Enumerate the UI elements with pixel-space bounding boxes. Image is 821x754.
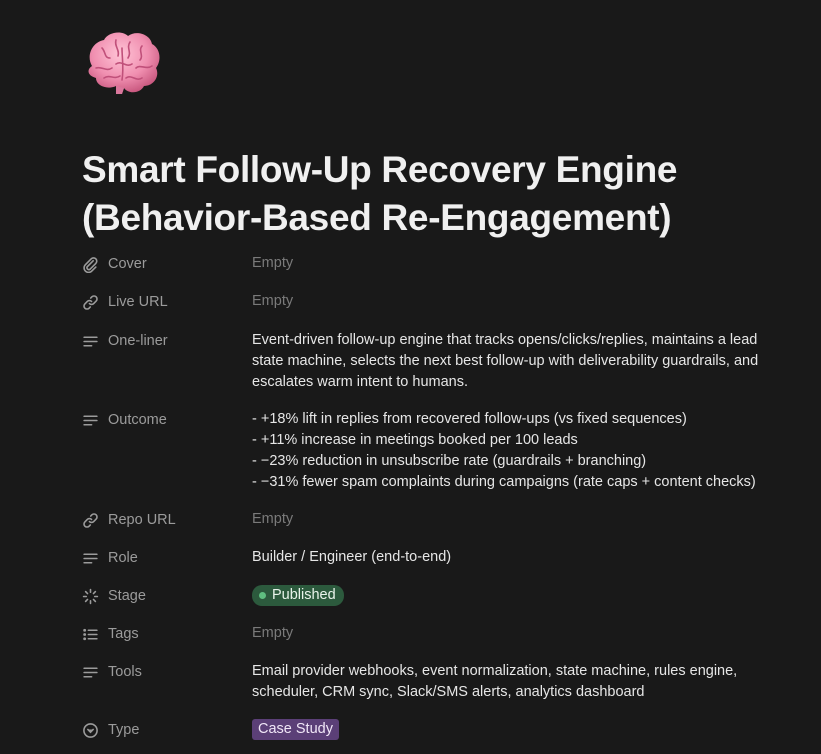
property-label[interactable]: Role: [82, 546, 138, 570]
page-title[interactable]: Smart Follow-Up Recovery Engine (Behavio…: [82, 149, 678, 238]
property-label[interactable]: Live URL: [82, 290, 168, 314]
property-label-text: Tools: [108, 664, 142, 680]
chevron-circle-down-icon: [83, 722, 98, 738]
one-liner-value[interactable]: Event-driven follow-up engine that track…: [252, 329, 782, 393]
link-icon: [83, 294, 98, 310]
paperclip-icon: [83, 256, 98, 273]
brain-icon[interactable]: [82, 28, 162, 98]
outcome-value[interactable]: - +18% lift in replies from recovered fo…: [252, 408, 782, 493]
tools-value[interactable]: Email provider webhooks, event normaliza…: [252, 660, 782, 703]
status-badge-label: Published: [272, 587, 336, 603]
tags-value[interactable]: Empty: [252, 625, 294, 641]
property-label-text: Stage: [108, 588, 146, 604]
status-loader-icon: [82, 588, 99, 604]
text-line: - +11% increase in meetings booked per 1…: [252, 432, 578, 448]
text-line: - −23% reduction in unsubscribe rate (gu…: [252, 453, 647, 469]
role-value[interactable]: Builder / Engineer (end-to-end): [252, 549, 452, 565]
text-lines-icon: [83, 414, 98, 426]
text-line: scheduler, CRM sync, Slack/SMS alerts, a…: [252, 684, 645, 700]
property-label-text: Live URL: [108, 294, 168, 310]
property-label[interactable]: Cover: [82, 252, 147, 276]
link-icon: [83, 512, 98, 528]
property-label[interactable]: Tags: [82, 622, 139, 646]
type-value[interactable]: Case Study: [252, 718, 782, 740]
text-line: - −31% fewer spam complaints during camp…: [252, 474, 756, 490]
property-label[interactable]: Repo URL: [82, 508, 176, 532]
text-line: - +18% lift in replies from recovered fo…: [252, 411, 687, 427]
stage-value[interactable]: Published: [252, 584, 782, 606]
property-label-text: Role: [108, 550, 138, 566]
text-line: Email provider webhooks, event normaliza…: [252, 663, 738, 679]
text-line: Event-driven follow-up engine that track…: [252, 332, 758, 348]
property-label-text: Repo URL: [108, 512, 176, 528]
property-label[interactable]: Type: [82, 718, 139, 742]
property-label-text: Cover: [108, 256, 147, 272]
property-label[interactable]: Tools: [82, 660, 142, 684]
repo-url-value[interactable]: Empty: [252, 511, 294, 527]
status-badge[interactable]: Published: [252, 585, 344, 606]
cover-value[interactable]: Empty: [252, 255, 294, 271]
property-label[interactable]: One-liner: [82, 329, 168, 353]
property-label-text: Type: [108, 722, 140, 738]
property-label-text: Outcome: [108, 412, 167, 428]
status-dot: [259, 592, 266, 599]
property-label-text: One-liner: [108, 333, 168, 349]
property-label-text: Tags: [108, 626, 139, 642]
text-line: escalates warm intent to humans.: [252, 374, 468, 390]
bulleted-list-icon: [83, 628, 98, 640]
property-label[interactable]: Stage: [82, 584, 146, 608]
text-lines-icon: [83, 666, 98, 678]
type-badge[interactable]: Case Study: [252, 719, 339, 740]
text-lines-icon: [83, 335, 98, 347]
live-url-value[interactable]: Empty: [252, 293, 294, 309]
property-label[interactable]: Outcome: [82, 408, 167, 432]
text-lines-icon: [83, 552, 98, 564]
text-line: state machine, selects the next best fol…: [252, 353, 759, 369]
